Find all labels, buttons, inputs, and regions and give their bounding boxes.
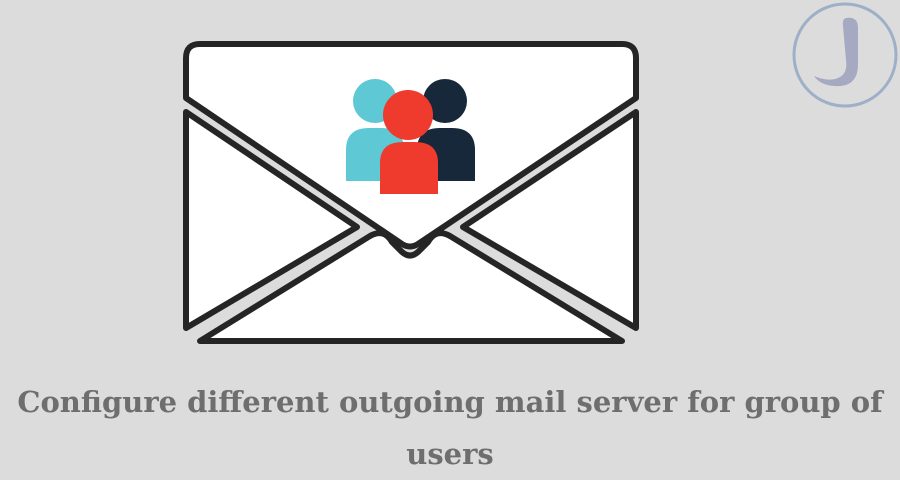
logo-ring [792, 2, 898, 108]
user-group-icon [346, 79, 475, 194]
envelope-bottom-panel [197, 230, 625, 344]
brand-logo-icon [792, 2, 898, 108]
banner-caption: Configure different outgoing mail server… [17, 385, 883, 471]
person-center [380, 90, 438, 194]
envelope-right-panel [460, 109, 639, 331]
envelope-left-panel [183, 109, 360, 331]
logo-mark [814, 17, 858, 87]
